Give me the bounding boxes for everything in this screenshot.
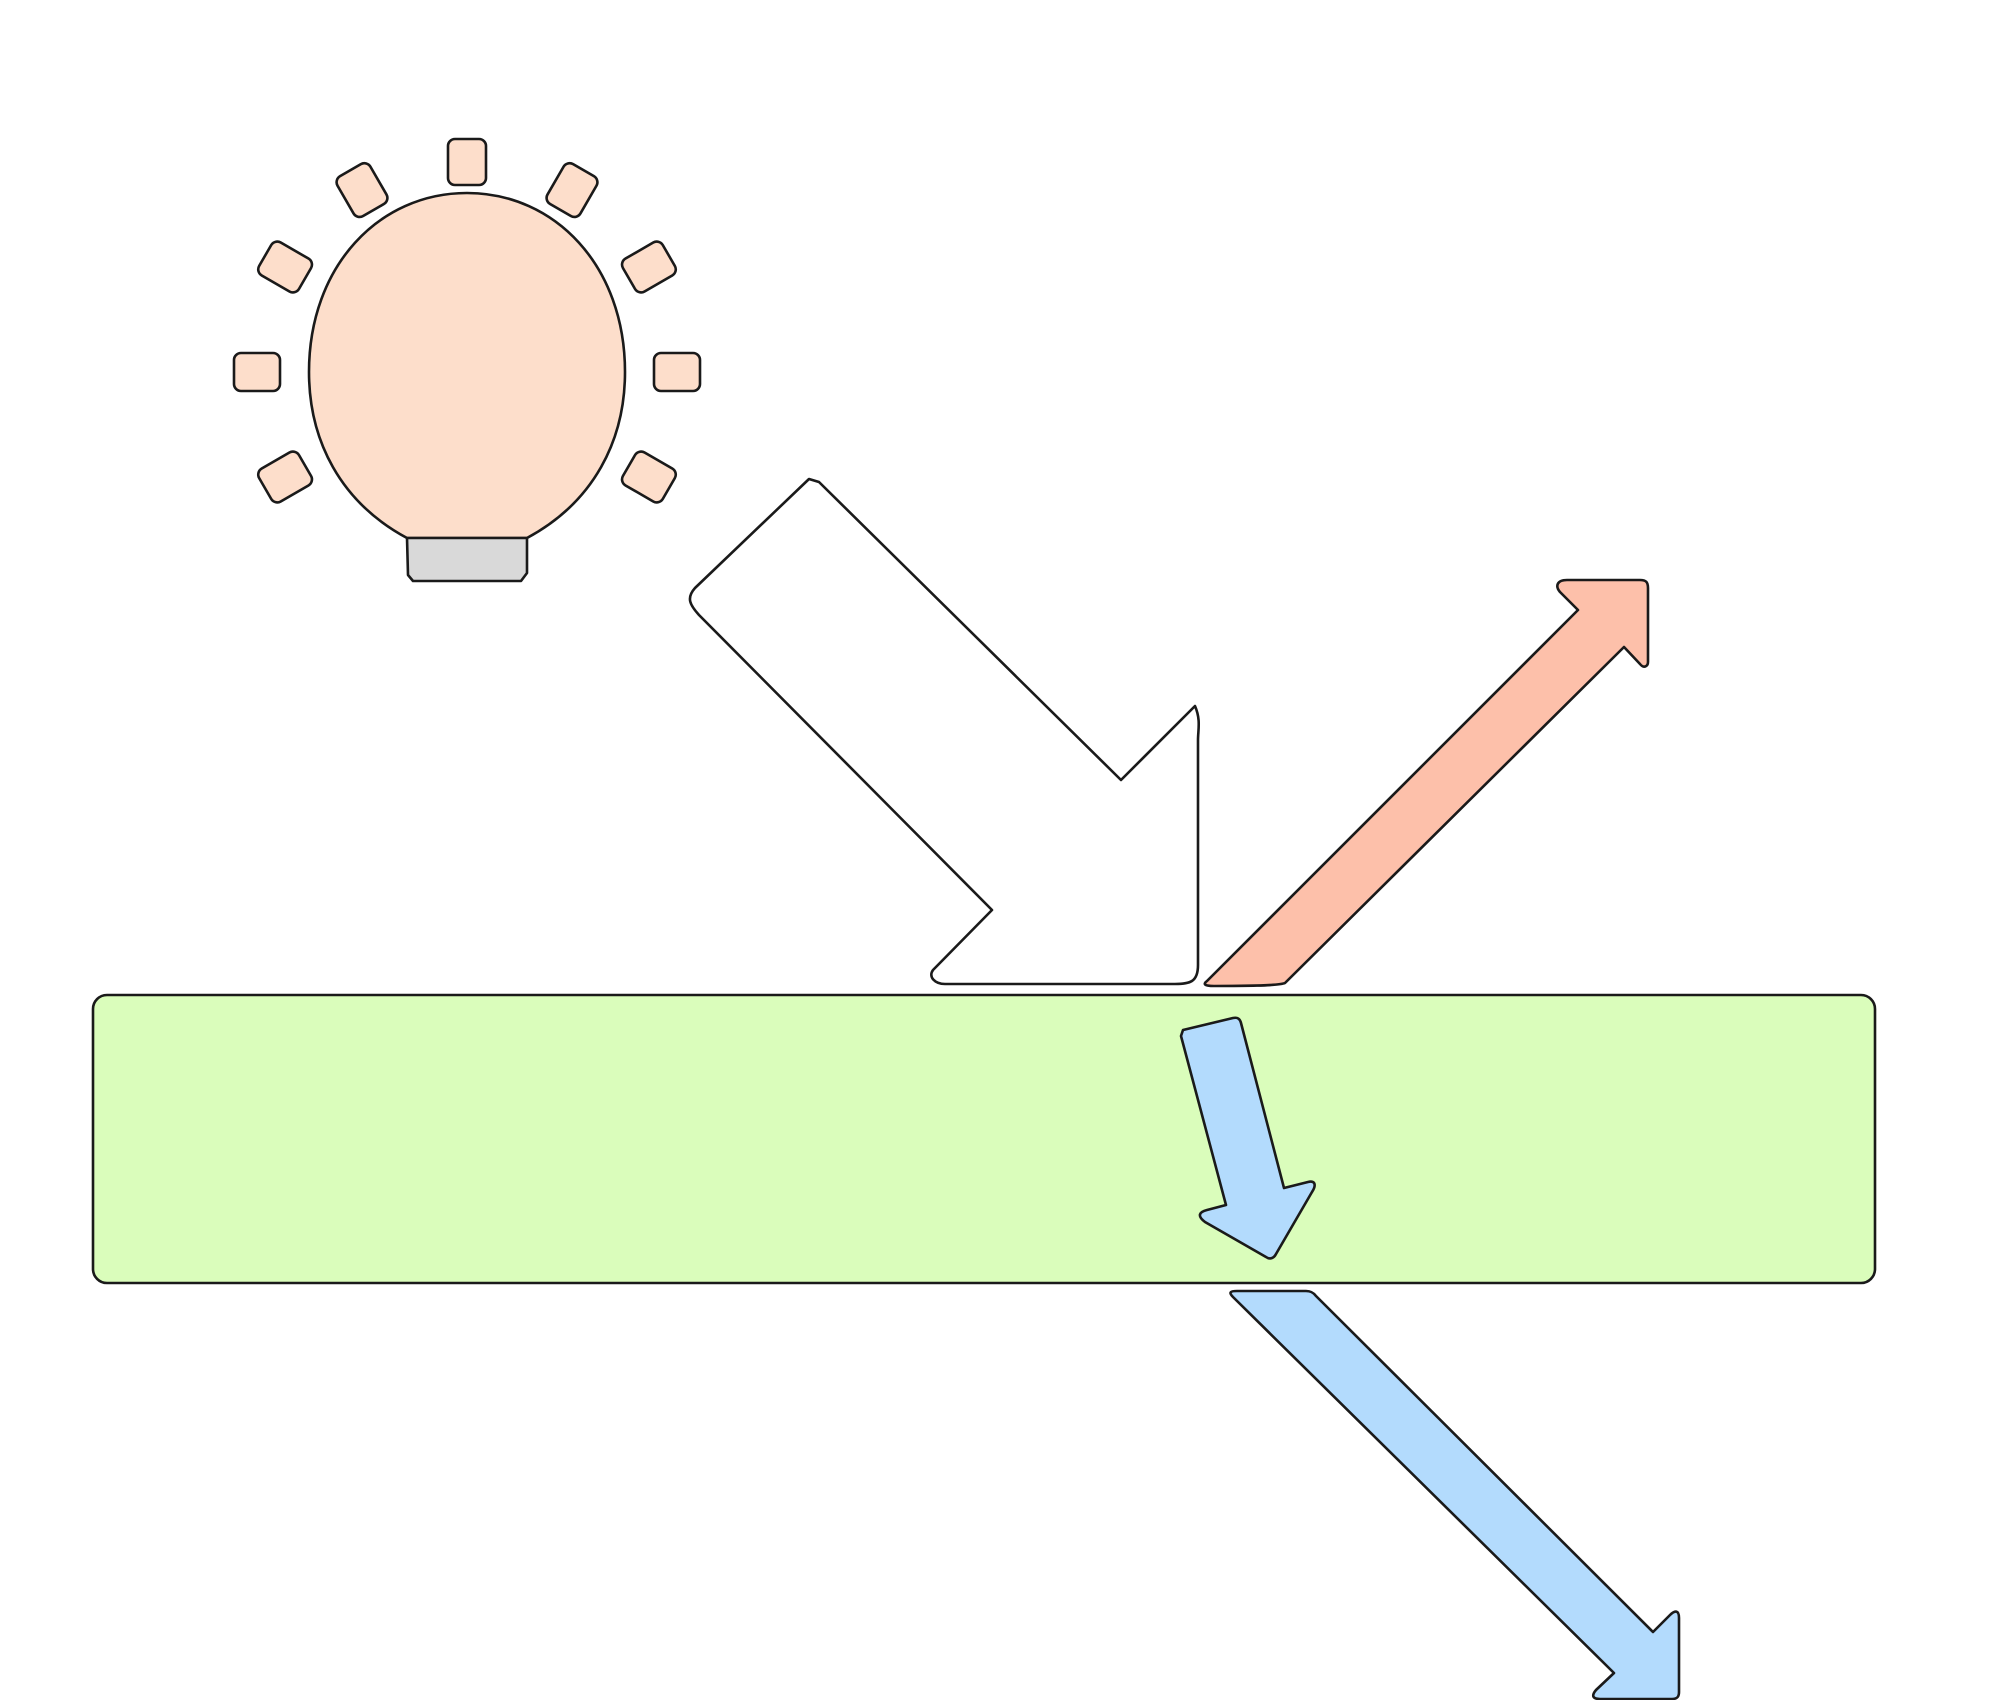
bulb-ray-6 [232,351,282,393]
bulb-glass [307,191,627,540]
reflected-ray-arrow [1203,578,1650,988]
medium-slab [91,993,1877,1285]
bulb-base [405,536,529,583]
bulb-ray-0 [446,137,488,187]
transmitted-ray-arrow [1229,1289,1681,1700]
bulb-ray-2 [335,161,389,219]
bulb-ray-3 [620,240,678,294]
bulb-ray-4 [256,240,314,294]
light-bulb-icon [232,137,702,583]
incident-ray-arrow [688,477,1201,986]
bulb-ray-1 [545,161,599,219]
bulb-ray-7 [620,450,678,504]
bulb-ray-8 [256,450,314,504]
refracted-ray-arrow [1179,1016,1316,1260]
bulb-ray-5 [652,351,702,393]
bulb-rays [232,137,702,504]
